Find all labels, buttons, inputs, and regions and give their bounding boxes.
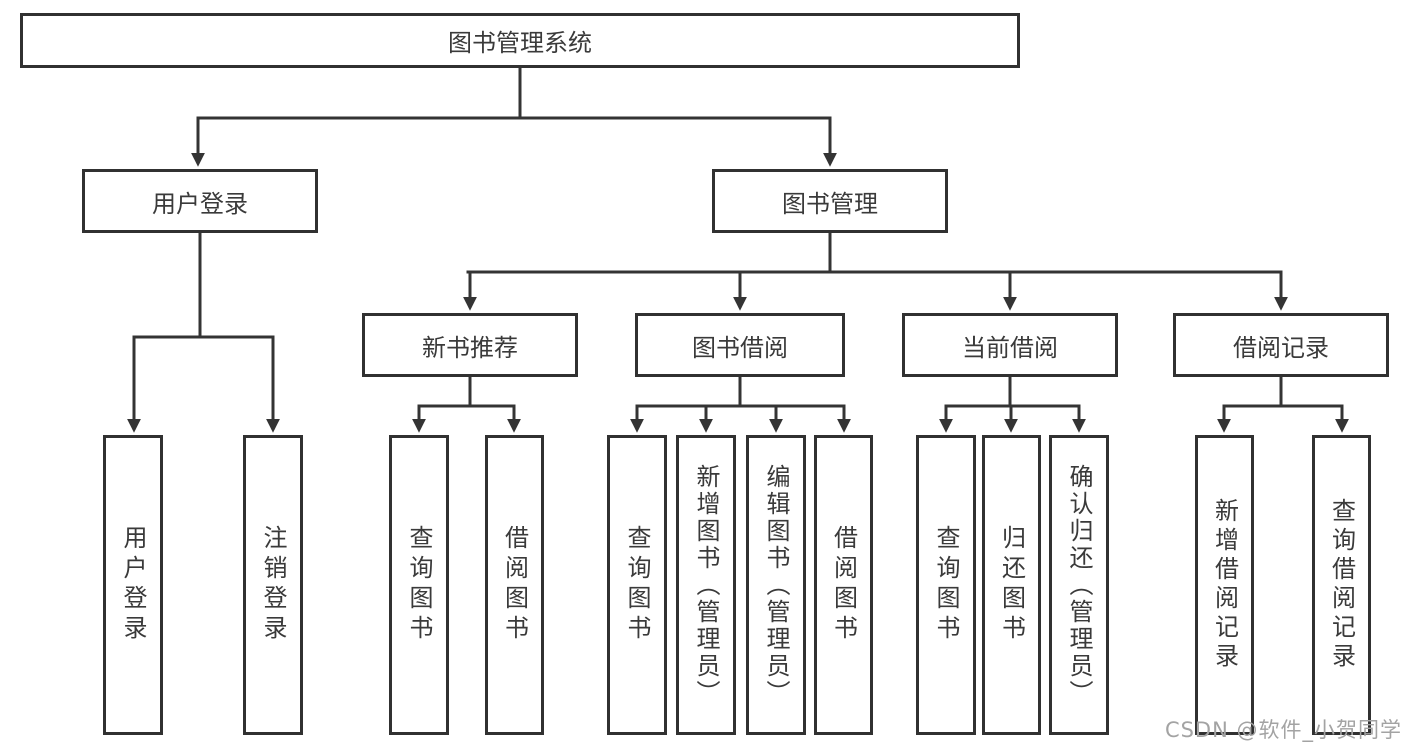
node-borrow-records: 借阅记录 xyxy=(1173,313,1389,377)
node-book-management: 图书管理 xyxy=(712,169,948,233)
leaf-cb-return-books: 归还图书 xyxy=(982,435,1041,735)
leaf-bb-borrow-books: 借阅图书 xyxy=(814,435,873,735)
csdn-watermark: CSDN @软件_小贺同学 xyxy=(1164,718,1402,742)
node-book-borrow: 图书借阅 xyxy=(635,313,845,377)
leaf-bb-edit-books-admin: 编辑图书（管理员） xyxy=(746,435,806,735)
node-new-book-recommend: 新书推荐 xyxy=(362,313,578,377)
leaf-nbr-query-books: 查询图书 xyxy=(389,435,449,735)
leaf-logout: 注销登录 xyxy=(243,435,303,735)
leaf-nbr-borrow-books: 借阅图书 xyxy=(485,435,544,735)
leaf-cb-query-books: 查询图书 xyxy=(916,435,976,735)
leaf-br-add-record: 新增借阅记录 xyxy=(1195,435,1254,735)
leaf-br-query-record: 查询借阅记录 xyxy=(1312,435,1371,735)
node-current-borrow: 当前借阅 xyxy=(902,313,1118,377)
leaf-user-login: 用户登录 xyxy=(103,435,163,735)
leaf-bb-add-books-admin: 新增图书（管理员） xyxy=(676,435,736,735)
leaf-bb-query-books: 查询图书 xyxy=(607,435,667,735)
leaf-cb-confirm-return-admin: 确认归还（管理员） xyxy=(1049,435,1109,735)
node-user-login: 用户登录 xyxy=(82,169,318,233)
node-root: 图书管理系统 xyxy=(20,13,1020,68)
